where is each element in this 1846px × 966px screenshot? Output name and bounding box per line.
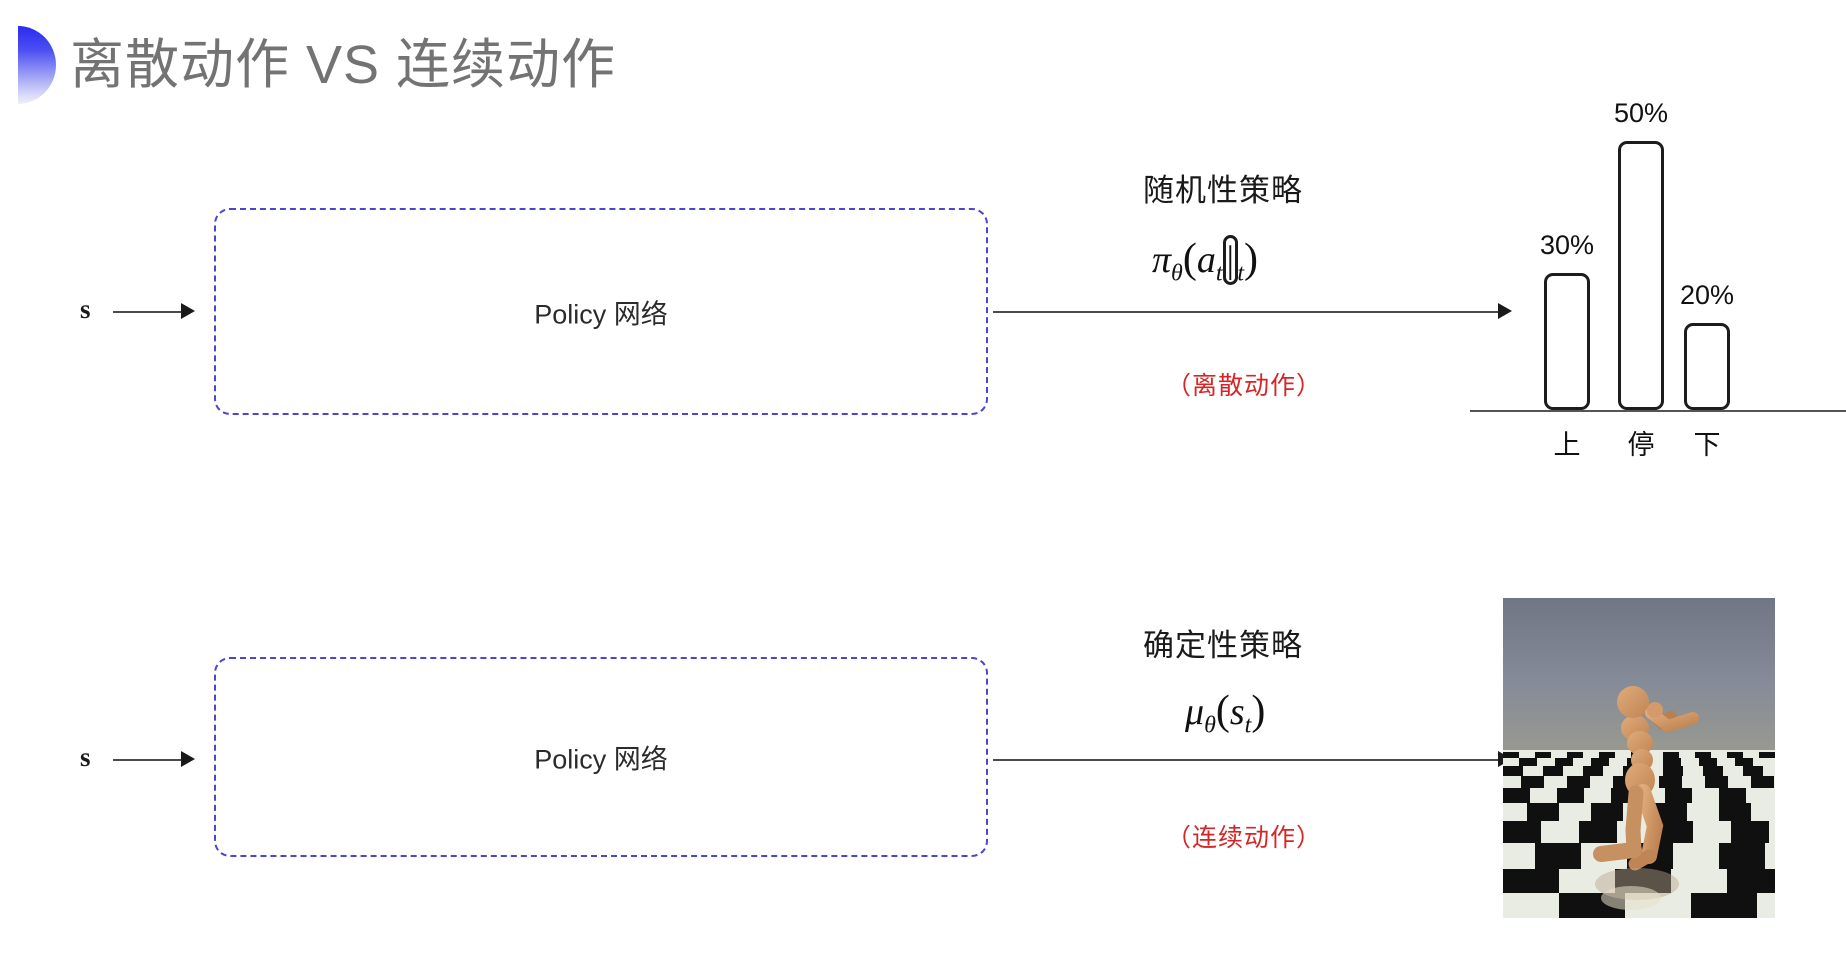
input-arrow-head-continuous (181, 751, 195, 767)
formula-close-paren: ) (1251, 688, 1266, 734)
bar-value-up: 30% (1539, 230, 1595, 260)
formula-open-paren: ( (1215, 688, 1230, 734)
state-label-continuous: s (80, 742, 91, 772)
formula-conditional-bar: | (1222, 235, 1239, 285)
formula-open-paren: ( (1182, 236, 1197, 282)
humanoid-simulation-svg (1503, 598, 1775, 918)
chart-baseline (1470, 410, 1846, 412)
bar-value-stop: 50% (1613, 98, 1669, 128)
formula-close-paren: ) (1243, 236, 1258, 282)
action-kind-continuous: （连续动作） (1166, 824, 1323, 852)
policy-network-box-continuous[interactable]: Policy 网络 (214, 657, 988, 857)
formula-arg1-sub: t (1244, 712, 1252, 739)
input-arrow-head-discrete (181, 303, 195, 319)
policy-kind-discrete: 随机性策略 (1143, 173, 1303, 208)
policy-network-label: Policy 网络 (534, 744, 668, 775)
bar-value-down: 20% (1679, 280, 1735, 310)
policy-kind-continuous: 确定性策略 (1143, 628, 1303, 663)
formula-head-sub: θ (1204, 712, 1216, 739)
humanoid-figure (1593, 686, 1699, 871)
bar-stop[interactable] (1618, 141, 1664, 410)
policy-network-box-discrete[interactable]: Policy 网络 (214, 208, 988, 415)
formula-head-sub: θ (1171, 260, 1183, 287)
output-arrow-line-discrete (993, 311, 1502, 313)
input-arrow-line-continuous (113, 759, 185, 761)
discrete-action-bar-chart: 30% 上 50% 停 20% 下 (1470, 98, 1846, 460)
formula-arg1-sub: t (1215, 260, 1223, 287)
bar-category-stop: 停 (1627, 430, 1655, 460)
state-label-discrete: s (80, 294, 91, 324)
input-arrow-line-discrete (113, 311, 185, 313)
policy-formula-continuous: μθ(st) (1185, 687, 1265, 740)
formula-arg2-sub: t (1237, 260, 1244, 287)
bar-category-up: 上 (1553, 430, 1581, 460)
bar-down[interactable] (1684, 323, 1730, 410)
formula-arg1: s (1229, 691, 1245, 733)
policy-network-label: Policy 网络 (534, 299, 668, 329)
formula-arg1: a (1196, 239, 1216, 281)
action-kind-discrete: （离散动作） (1166, 372, 1323, 400)
humanoid-simulation-image (1503, 598, 1775, 918)
page-title: 离散动作 VS 连续动作 (70, 35, 617, 95)
bar-category-down: 下 (1693, 430, 1721, 460)
output-arrow-line-continuous (993, 759, 1502, 761)
bar-up[interactable] (1544, 273, 1590, 410)
output-arrow-head-discrete (1498, 303, 1512, 319)
formula-head: μ (1185, 691, 1205, 733)
policy-formula-discrete: πθ(at|st) (1152, 235, 1258, 288)
formula-head: π (1152, 239, 1172, 281)
half-circle-bullet-icon (18, 26, 56, 104)
